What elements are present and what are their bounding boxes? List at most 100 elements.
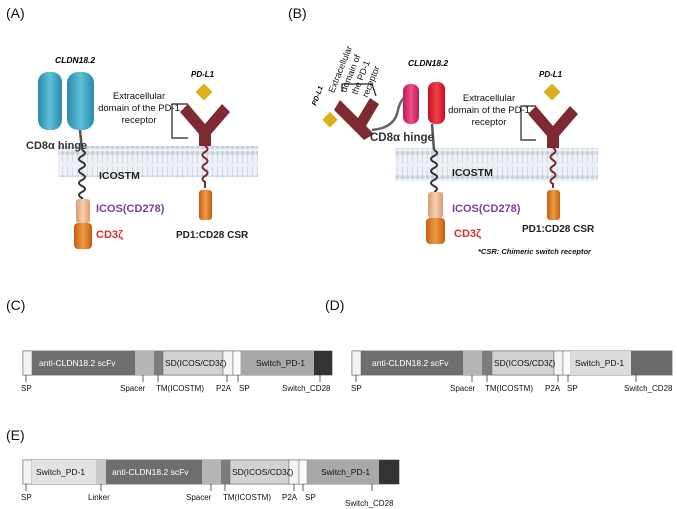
icos-block-a xyxy=(76,199,90,223)
csr-coil-a xyxy=(201,145,209,188)
hinge-label-a: CD8α hinge xyxy=(26,140,87,152)
extracellular-line3-b-right: receptor xyxy=(472,117,507,128)
extracellular-line2-a: domain of the PD-1 xyxy=(98,103,180,114)
cd3z-label-b: CD3ζ xyxy=(454,228,481,240)
tick-e-p2a: P2A xyxy=(282,493,298,502)
scfv-a-right xyxy=(67,72,94,130)
seg-e-spacer xyxy=(202,460,221,484)
tick-c-sp: SP xyxy=(21,384,32,393)
ticks-c xyxy=(25,375,321,382)
seg-e-scfv xyxy=(106,460,202,484)
cldn-label-b: CLDN18.2 xyxy=(408,58,448,68)
icostm-label-b: ICOSTM xyxy=(452,167,493,179)
cldn-label-a: CLDN18.2 xyxy=(55,55,95,65)
seg-d-scfv xyxy=(361,351,463,375)
tick-c-p2a: P2A xyxy=(216,384,232,393)
scfv-b-right xyxy=(428,82,445,124)
seg-e-scfv-label: anti-CLDN18.2 scFv xyxy=(112,467,189,477)
tick-e-sp2: SP xyxy=(305,493,316,502)
pdl1-label-a: PD-L1 xyxy=(191,70,215,79)
tick-c-tm: TM(ICOSTM) xyxy=(156,384,204,393)
seg-d-switch-cd28 xyxy=(631,351,672,375)
seg-e-sp2 xyxy=(298,459,308,485)
panel-c-label: (C) xyxy=(6,297,25,313)
hinge-a xyxy=(78,129,84,151)
seg-c-spacer xyxy=(135,351,154,375)
tick-e-cd28: Switch_CD28 xyxy=(345,499,394,508)
tick-c-spacer: Spacer xyxy=(120,384,146,393)
construct-c xyxy=(22,350,333,376)
ticks-e xyxy=(25,484,373,491)
extracellular-bracket-b-right xyxy=(520,105,536,141)
hinge-b xyxy=(430,123,436,151)
csr-label-a: PD1:CD28 CSR xyxy=(176,230,249,241)
tick-d-cd28: Switch_CD28 xyxy=(624,384,673,393)
tick-d-sp: SP xyxy=(351,384,362,393)
seg-d-switch-pd1 xyxy=(571,351,631,375)
seg-c-scfv-label: anti-CLDN18.2 scFv xyxy=(39,358,116,368)
construct-d xyxy=(351,350,673,376)
seg-c-tm xyxy=(154,351,163,375)
membrane-a xyxy=(58,146,258,177)
seg-c-scfv xyxy=(32,351,135,375)
panel-a-label: (A) xyxy=(6,5,25,21)
panel-b-label: (B) xyxy=(288,5,307,21)
icos-label-a: ICOS(CD278) xyxy=(96,203,165,215)
seg-c-sp xyxy=(22,350,33,376)
seg-d-tm xyxy=(482,351,492,375)
icos-block-b xyxy=(428,192,443,218)
tick-d-p2a: P2A xyxy=(545,384,561,393)
tick-c-cd28: Switch_CD28 xyxy=(282,384,331,393)
pd1-receptor-b-left xyxy=(334,98,379,140)
construct-e xyxy=(22,459,400,485)
cd3z-block-a xyxy=(74,223,92,249)
pdl1-label-b-right: PD-L1 xyxy=(539,70,563,79)
seg-d-switch-label: Switch_PD-1 xyxy=(575,358,624,368)
tick-e-tm: TM(ICOSTM) xyxy=(223,493,271,502)
seg-e-switch-pd1-n xyxy=(32,460,96,484)
csr-cd28-block-b xyxy=(547,190,560,220)
membrane-b xyxy=(395,148,598,181)
csr-cd28-block-a xyxy=(199,190,212,220)
seg-e-linker xyxy=(96,460,106,484)
cd3z-block-b xyxy=(426,218,445,244)
seg-c-switch-label: Switch_PD-1 xyxy=(256,358,305,368)
extracellular-line1-a: Extracellular xyxy=(113,91,165,102)
extracellular-line1-b-right: Extracellular xyxy=(463,93,515,104)
seg-d-sd xyxy=(491,350,555,376)
seg-e-sd-label: SD(ICOS/CD3ζ) xyxy=(232,467,294,477)
icostm-a-coil xyxy=(78,149,86,200)
tick-d-spacer: Spacer xyxy=(450,384,476,393)
seg-e-tm xyxy=(221,460,230,484)
tick-e-sp: SP xyxy=(21,493,32,502)
tick-e-linker: Linker xyxy=(88,493,110,502)
pd1-receptor-b-right xyxy=(528,106,578,148)
icostm-label-a: ICOSTM xyxy=(99,170,140,182)
extracellular-line2-b-right: domain of the PD-1 xyxy=(448,105,530,116)
csr-label-b: PD1:CD28 CSR xyxy=(522,224,595,235)
panel-e-label: (E) xyxy=(6,427,25,443)
pd1-receptor-a xyxy=(180,104,230,146)
hinge-label-b: CD8α hinge xyxy=(370,132,434,144)
extracellular-bracket-a xyxy=(171,103,188,139)
csr-footnote: *CSR: Chimeric switch receptor xyxy=(478,247,592,256)
seg-e-switch-pd1 xyxy=(307,460,379,484)
panel-d-label: (D) xyxy=(325,297,344,313)
seg-e-switch-n-label: Switch_PD-1 xyxy=(36,467,85,477)
pdl1-ligand-b-left xyxy=(322,111,338,128)
seg-c-sd-label: SD(ICOS/CD3ζ) xyxy=(165,358,227,368)
seg-d-scfv-label: anti-CLDN18.2 scFv xyxy=(372,358,449,368)
tick-c-sp2: SP xyxy=(239,384,250,393)
seg-c-switch-cd28 xyxy=(314,351,332,375)
panel-a-illustration xyxy=(38,72,258,249)
extracellular-bracket-b-left xyxy=(341,83,377,97)
seg-d-spacer xyxy=(463,351,482,375)
tick-d-sp2: SP xyxy=(567,384,578,393)
seg-c-switch-pd1 xyxy=(241,351,314,375)
pdl1-ligand-a xyxy=(195,83,213,101)
icostm-b-coil xyxy=(430,149,438,193)
tick-d-tm: TM(ICOSTM) xyxy=(485,384,533,393)
scfv-a-left xyxy=(38,72,62,130)
seg-d-sp2 xyxy=(562,350,572,376)
extracellular-line3-a: receptor xyxy=(122,115,157,126)
